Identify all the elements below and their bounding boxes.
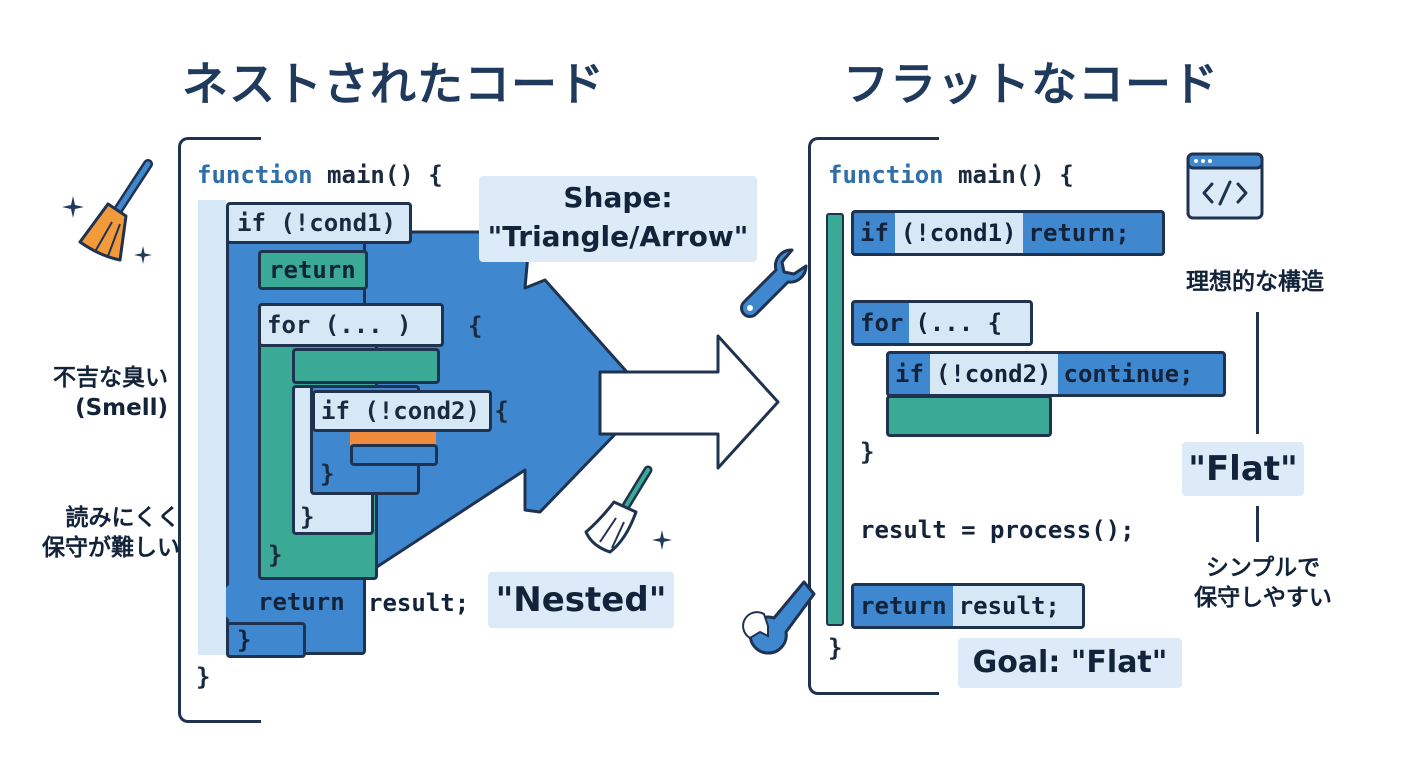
shape-label: Shape: "Triangle/Arrow" bbox=[479, 176, 757, 262]
simple-note-line2: 保守しやすい bbox=[1194, 584, 1332, 611]
right-indent-guide bbox=[826, 213, 844, 626]
left-return-value: result; bbox=[368, 589, 470, 617]
left-for-brace: { bbox=[468, 312, 483, 340]
arrow-icon bbox=[598, 334, 780, 470]
right-for-kw: for bbox=[860, 309, 904, 337]
right-guard-cond1-tail: return; bbox=[1028, 219, 1130, 247]
right-close-brace-1: } bbox=[860, 438, 875, 466]
right-return-kw: return bbox=[860, 592, 947, 620]
left-return-line: return bbox=[226, 585, 360, 619]
smell-note-line2: (Smell) bbox=[75, 394, 168, 421]
sparkle-icon bbox=[652, 530, 672, 550]
right-close-brace-2: } bbox=[828, 634, 843, 662]
smell-note-line1: 不吉な臭い bbox=[53, 365, 168, 391]
hard-note-line2: 保守が難しい bbox=[42, 534, 180, 561]
function-keyword: function bbox=[197, 161, 313, 189]
right-loop-body-bar bbox=[886, 395, 1052, 437]
right-result-line: result = process(); bbox=[860, 516, 1135, 544]
sparkle-icon bbox=[62, 196, 84, 218]
flat-label: "Flat" bbox=[1182, 442, 1304, 496]
left-close-brace-3: } bbox=[268, 541, 283, 569]
right-guard-cond2: if (!cond2) continue; bbox=[886, 351, 1226, 397]
right-guard-cond2-tail: continue; bbox=[1063, 360, 1194, 388]
nest-indent-guide bbox=[198, 200, 226, 655]
shape-label-line2: "Triangle/Arrow" bbox=[487, 220, 749, 254]
goal-label: Goal: "Flat" bbox=[958, 638, 1182, 688]
right-note-connector-top bbox=[1256, 312, 1259, 434]
left-for-body-bar bbox=[292, 348, 440, 384]
left-close-brace-2: } bbox=[300, 503, 315, 531]
left-if-cond1: if (!cond1) bbox=[226, 202, 412, 244]
simple-note-line1: シンプルで bbox=[1205, 555, 1321, 581]
left-for-loop-text: for (... ) bbox=[267, 311, 412, 339]
left-if-cond2-text: if (!cond2) { bbox=[321, 397, 509, 425]
ideal-structure-note: 理想的な構造 bbox=[1186, 269, 1324, 295]
right-return-value: result; bbox=[952, 586, 1082, 626]
right-note-connector-bottom bbox=[1256, 506, 1259, 542]
sparkle-icon bbox=[134, 246, 152, 264]
function-signature: main() { bbox=[327, 161, 443, 189]
right-guard-cond1-cond: (!cond1) bbox=[894, 213, 1023, 253]
left-inner-highlight-bar bbox=[350, 432, 436, 445]
nested-label: "Nested" bbox=[488, 572, 674, 628]
code-window-icon bbox=[1186, 152, 1264, 220]
left-code-bracket bbox=[178, 137, 261, 723]
left-return-keyword: return bbox=[258, 588, 345, 616]
left-function-line: function main() { bbox=[197, 163, 443, 187]
right-guard-cond2-cond: (!cond2) bbox=[929, 354, 1058, 394]
left-title: ネストされたコード bbox=[182, 57, 605, 111]
hard-note-line1: 読みにくく bbox=[65, 505, 180, 531]
right-for-loop: for (... { bbox=[851, 300, 1033, 346]
right-guard-cond2-kw: if bbox=[895, 360, 924, 388]
right-function-signature: main() { bbox=[958, 161, 1074, 189]
left-close-brace-4-box: } bbox=[226, 622, 306, 658]
left-if-cond2: if (!cond2) { bbox=[312, 390, 509, 432]
right-function-keyword: function bbox=[828, 161, 944, 189]
hard-to-maintain-note: 読みにくく 保守が難しい bbox=[14, 504, 180, 564]
smell-note: 不吉な臭い (Smell) bbox=[26, 364, 168, 424]
left-return-early: return bbox=[258, 250, 368, 290]
left-inner-code-bar bbox=[350, 444, 438, 466]
right-code-bracket bbox=[808, 137, 939, 695]
left-close-brace-4: } bbox=[237, 626, 252, 654]
right-guard-cond1-kw: if bbox=[860, 219, 889, 247]
shape-label-line1: Shape: bbox=[563, 181, 673, 214]
wrench-icon bbox=[742, 580, 816, 655]
right-for-rest: (... { bbox=[909, 303, 1030, 343]
left-for-loop: for (... ) bbox=[258, 303, 444, 347]
right-return-line: return result; bbox=[851, 583, 1085, 629]
left-return-early-text: return bbox=[269, 256, 356, 284]
right-guard-cond1: if (!cond1) return; bbox=[851, 210, 1165, 256]
left-close-brace-1: } bbox=[320, 460, 335, 488]
right-function-line: function main() { bbox=[828, 163, 1074, 187]
broom-icon bbox=[584, 465, 653, 554]
broom-icon bbox=[78, 159, 153, 262]
left-if-cond1-text: if (!cond1) bbox=[237, 209, 396, 237]
right-title: フラットなコード bbox=[843, 57, 1219, 111]
simple-maintainable-note: シンプルで 保守しやすい bbox=[1178, 554, 1348, 614]
left-close-brace-5: } bbox=[196, 663, 211, 691]
wrench-icon bbox=[740, 248, 808, 318]
